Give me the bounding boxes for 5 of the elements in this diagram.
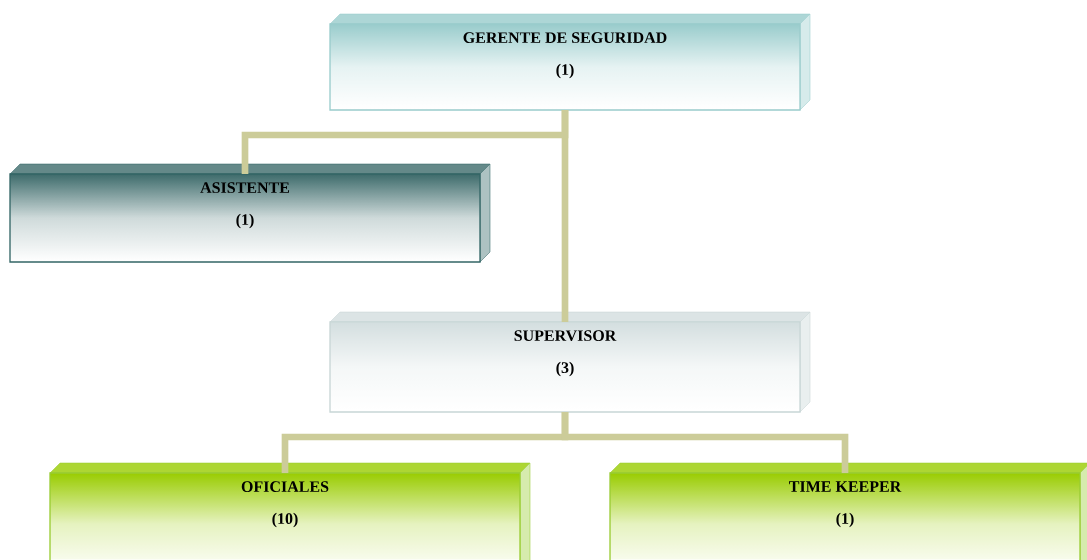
org-box: ASISTENTE (1)	[9, 163, 491, 263]
org-box: GERENTE DE SEGURIDAD (1)	[329, 13, 811, 111]
org-box: SUPERVISOR (3)	[329, 311, 811, 413]
org-box: OFICIALES (10)	[49, 462, 531, 560]
org-box: TIME KEEPER (1)	[609, 462, 1087, 560]
